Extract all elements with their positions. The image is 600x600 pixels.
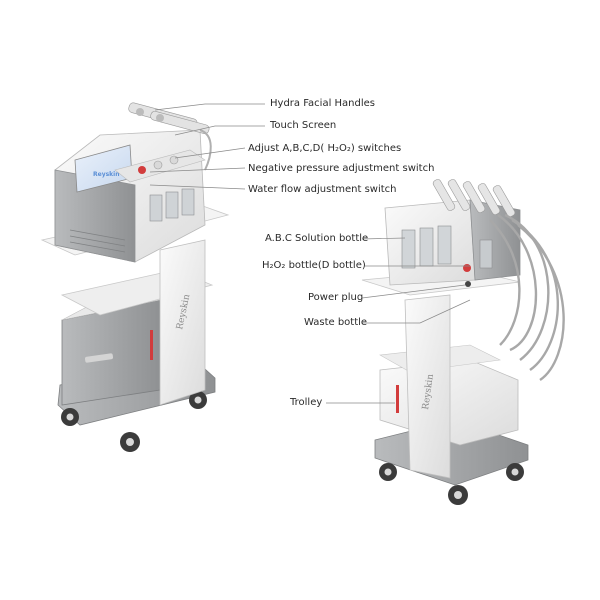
right-solution-bottle-1 bbox=[401, 229, 416, 269]
left-switch-2 bbox=[153, 160, 163, 170]
label-waste-bottle: Waste bottle bbox=[304, 317, 368, 328]
left-column-red-accent bbox=[150, 330, 153, 360]
left-bottle-window-2 bbox=[165, 191, 179, 219]
right-power-plug bbox=[465, 281, 471, 287]
label-h2o2-bottle: H₂O₂ bottle(D bottle) bbox=[262, 260, 366, 271]
label-hydra-facial-handles: Hydra Facial Handles bbox=[270, 98, 375, 109]
label-power-plug: Power plug bbox=[308, 292, 364, 303]
right-column-red-accent bbox=[396, 385, 399, 413]
left-machine: Reyskin Reyskin bbox=[40, 102, 230, 452]
left-bottle-window-3 bbox=[181, 188, 195, 216]
label-abc-solution-bottle: A.B.C Solution bottle bbox=[265, 233, 369, 244]
leader-lines bbox=[149, 103, 471, 404]
right-brand-logo: Reyskin bbox=[421, 373, 436, 410]
right-machine: Reyskin bbox=[361, 179, 565, 505]
left-handles bbox=[128, 102, 210, 134]
right-power-switch bbox=[463, 264, 471, 272]
left-drawer-handle bbox=[84, 353, 114, 363]
right-hoses bbox=[489, 213, 565, 381]
right-solution-bottle-2 bbox=[419, 227, 434, 267]
left-column bbox=[159, 239, 206, 406]
left-switch-3 bbox=[169, 155, 179, 165]
right-handles bbox=[432, 179, 516, 217]
right-column bbox=[404, 294, 451, 479]
left-switch-1 bbox=[138, 166, 146, 174]
right-solution-bottle-3 bbox=[437, 225, 452, 265]
label-adjust-switches: Adjust A,B,C,D( H₂O₂) switches bbox=[248, 143, 402, 154]
label-negative-pressure-switch: Negative pressure adjustment switch bbox=[248, 163, 435, 174]
left-bottle-window-1 bbox=[149, 194, 163, 222]
svg-text:Reyskin: Reyskin bbox=[93, 171, 120, 178]
right-h2o2-bottle bbox=[479, 239, 493, 269]
label-water-flow-switch: Water flow adjustment switch bbox=[248, 184, 397, 195]
label-touch-screen: Touch Screen bbox=[270, 120, 337, 131]
label-trolley: Trolley bbox=[290, 397, 323, 408]
